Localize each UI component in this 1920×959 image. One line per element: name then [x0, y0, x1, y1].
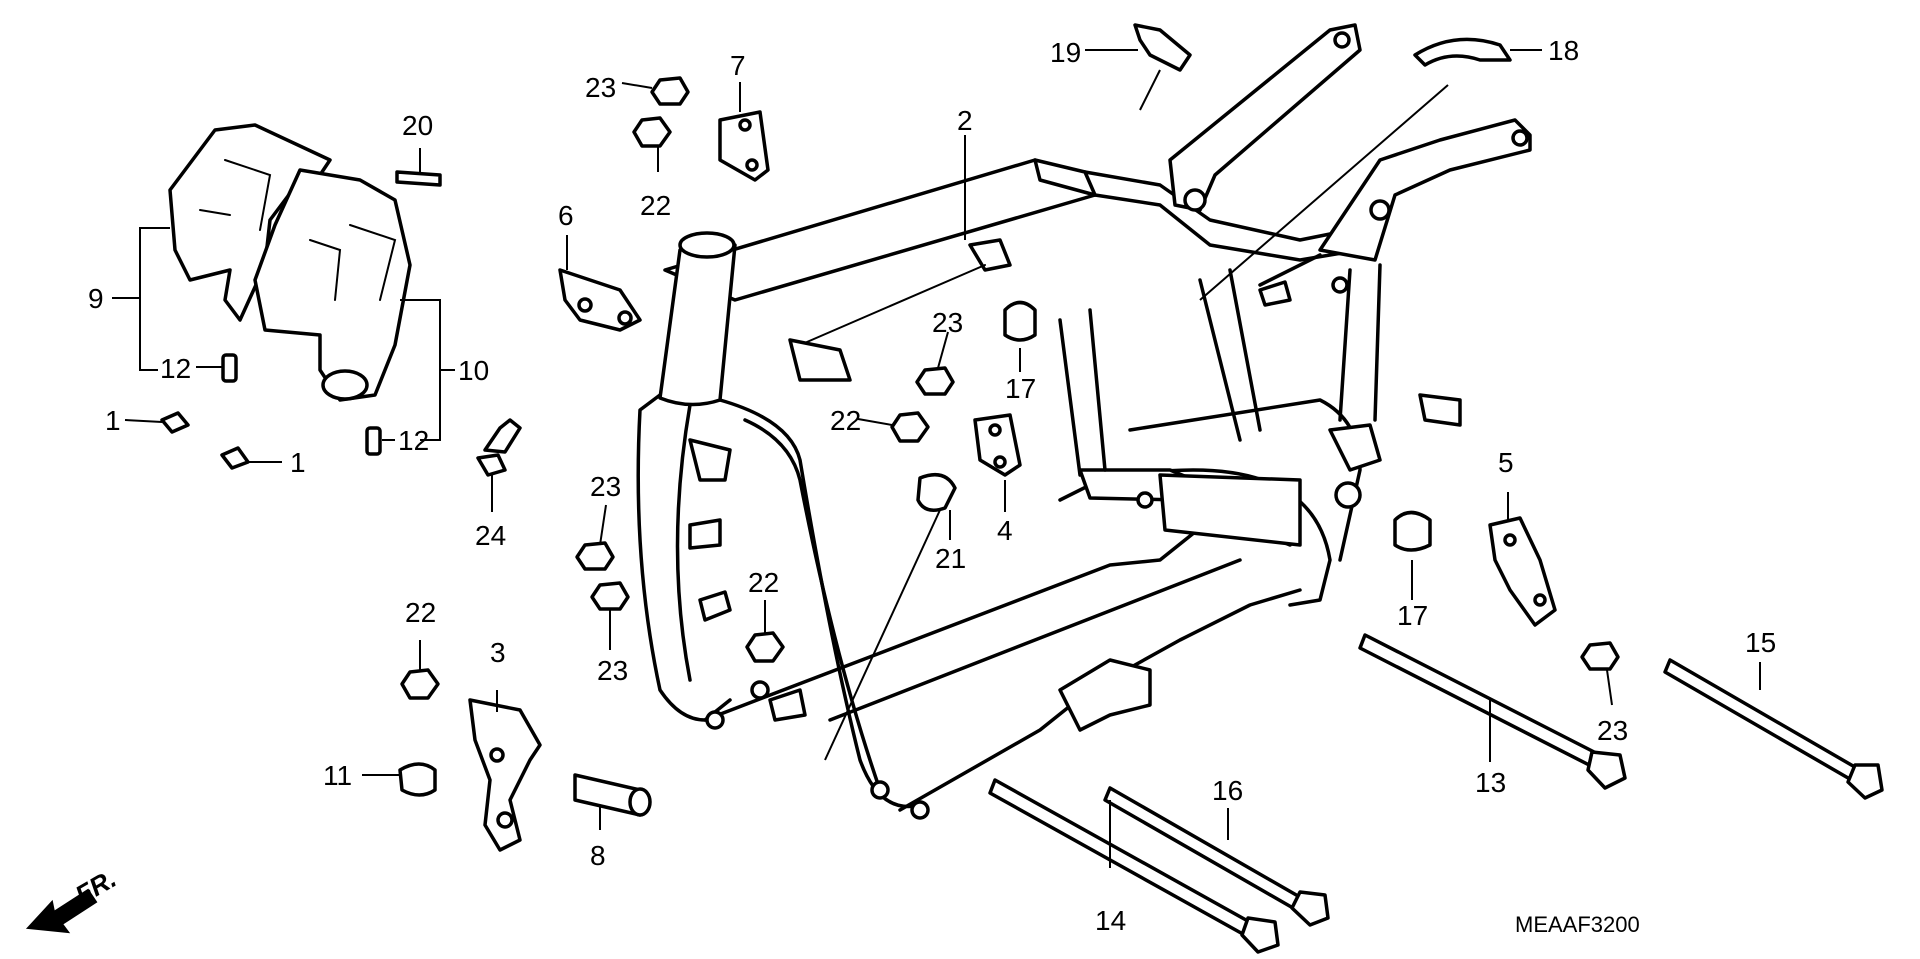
callout-19: 19: [1050, 37, 1081, 68]
callout-23-b: 23: [932, 307, 963, 338]
callout-12-b: 12: [398, 425, 429, 456]
drawing-code: MEAAF3200: [1515, 912, 1640, 937]
callout-22-d: 22: [405, 597, 436, 628]
callout-21: 21: [935, 543, 966, 574]
callout-labels: 1 1 2 3 4 5 6 7 8 9 10 11 12 12 13 14 15…: [88, 35, 1776, 936]
clip-12-upper: [221, 353, 238, 383]
callout-8: 8: [590, 840, 606, 871]
fastener-1-upper: [160, 411, 190, 434]
clip-12-lower: [365, 426, 382, 456]
rubber-mount-17-upper: [1003, 300, 1037, 342]
bolt-24: [483, 418, 522, 454]
callout-9: 9: [88, 283, 104, 314]
rubber-mount-17-lower: [1393, 510, 1432, 552]
callout-1-a: 1: [105, 405, 121, 436]
band-19: [1133, 23, 1192, 72]
emblem-20: [395, 170, 442, 187]
callout-20: 20: [402, 110, 433, 141]
callout-17-b: 17: [1397, 600, 1428, 631]
callout-5: 5: [1498, 447, 1514, 478]
fastener-1-lower: [220, 446, 250, 470]
callout-13: 13: [1475, 767, 1506, 798]
band-18: [1413, 37, 1512, 67]
callout-6: 6: [558, 200, 574, 231]
callout-16: 16: [1212, 775, 1243, 806]
callout-7: 7: [730, 50, 746, 81]
plug-11: [398, 762, 437, 797]
front-arrow-icon: [25, 888, 98, 934]
callout-12-a: 12: [160, 353, 191, 384]
callout-11: 11: [323, 760, 352, 791]
callout-24: 24: [475, 520, 506, 551]
callout-22-a: 22: [640, 190, 671, 221]
side-cover-right: [253, 168, 412, 402]
frame-body: [636, 23, 1532, 820]
callout-15: 15: [1745, 627, 1776, 658]
callout-10: 10: [458, 355, 489, 386]
nuts-22: [400, 116, 930, 700]
callout-3: 3: [490, 637, 506, 668]
callout-17-a: 17: [1005, 373, 1036, 404]
callout-23-c: 23: [590, 471, 621, 502]
bolts-23: [575, 76, 1620, 671]
clamp-21: [916, 472, 957, 512]
callout-4: 4: [997, 515, 1013, 546]
bracket-4: [973, 413, 1022, 477]
long-bolts: [988, 633, 1884, 954]
bracket-3: [468, 698, 542, 852]
callout-1-b: 1: [290, 447, 306, 478]
callout-2: 2: [957, 105, 973, 136]
callout-22-b: 22: [830, 405, 861, 436]
callout-23-a: 23: [585, 72, 616, 103]
side-cover-left: [168, 123, 332, 322]
leader-lines: [112, 49, 1761, 868]
callout-18: 18: [1548, 35, 1579, 66]
callout-23-e: 23: [1597, 715, 1628, 746]
callout-22-c: 22: [748, 567, 779, 598]
callout-14: 14: [1095, 905, 1126, 936]
bracket-5: [1488, 516, 1557, 627]
front-direction-indicator: FR.: [25, 863, 121, 934]
callout-23-d: 23: [597, 655, 628, 686]
